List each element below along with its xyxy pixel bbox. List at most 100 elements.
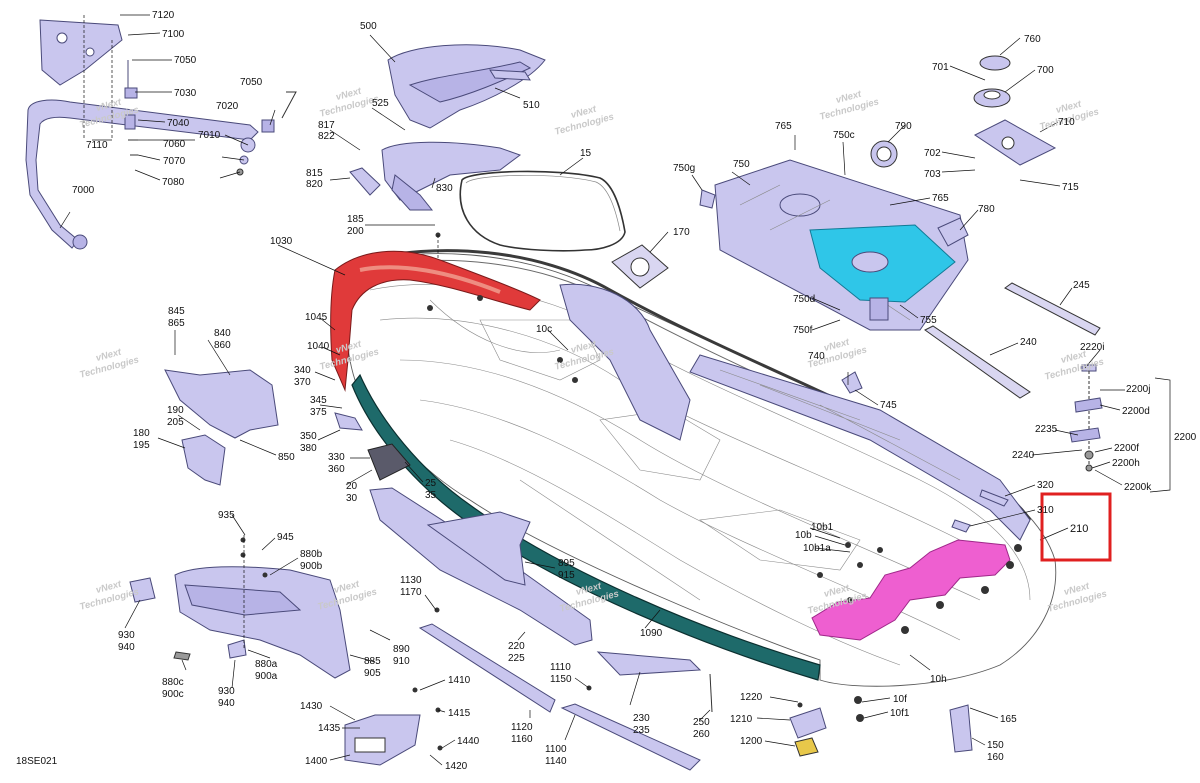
- callout-320[interactable]: 320: [1037, 480, 1054, 491]
- callout-2240[interactable]: 2240: [1012, 450, 1035, 461]
- callout-15[interactable]: 15: [580, 148, 592, 159]
- callout-1090[interactable]: 1090: [640, 628, 663, 639]
- callout-750c[interactable]: 750c: [833, 130, 855, 141]
- callout-240[interactable]: 240: [1020, 337, 1037, 348]
- callout-185[interactable]: 185: [347, 214, 364, 225]
- callout-20[interactable]: 20: [346, 481, 358, 492]
- callout-330[interactable]: 330: [328, 452, 345, 463]
- callout-7060[interactable]: 7060: [163, 139, 186, 150]
- callout-7040[interactable]: 7040: [167, 118, 190, 129]
- callout-380[interactable]: 380: [300, 443, 317, 454]
- callout-915[interactable]: 915: [558, 570, 575, 581]
- callout-940[interactable]: 940: [118, 642, 135, 653]
- callout-7110[interactable]: 7110: [86, 140, 108, 151]
- callout-170[interactable]: 170: [673, 227, 690, 238]
- callout-890[interactable]: 890: [393, 644, 410, 655]
- callout-25[interactable]: 25: [425, 478, 437, 489]
- callout-1170[interactable]: 1170: [400, 587, 422, 598]
- callout-7030[interactable]: 7030: [174, 88, 197, 99]
- callout-745[interactable]: 745: [880, 400, 897, 411]
- callout-7080[interactable]: 7080: [162, 177, 185, 188]
- callout-1430[interactable]: 1430: [300, 701, 323, 712]
- callout-195[interactable]: 195: [133, 440, 150, 451]
- callout-345[interactable]: 345: [310, 395, 327, 406]
- callout-765-b[interactable]: 765: [932, 193, 949, 204]
- callout-1160[interactable]: 1160: [511, 734, 533, 745]
- callout-245[interactable]: 245: [1073, 280, 1090, 291]
- callout-10b1a[interactable]: 10b1a: [803, 543, 831, 554]
- callout-930-b[interactable]: 930: [218, 686, 235, 697]
- callout-765[interactable]: 765: [775, 121, 792, 132]
- callout-780[interactable]: 780: [978, 204, 995, 215]
- callout-900a[interactable]: 900a: [255, 671, 278, 682]
- callout-350[interactable]: 350: [300, 431, 317, 442]
- callout-2235[interactable]: 2235: [1035, 424, 1058, 435]
- callout-190[interactable]: 190: [167, 405, 184, 416]
- callout-1420[interactable]: 1420: [445, 761, 468, 772]
- callout-35[interactable]: 35: [425, 490, 437, 501]
- callout-250[interactable]: 250: [693, 717, 710, 728]
- callout-900c[interactable]: 900c: [162, 689, 184, 700]
- callout-2200h[interactable]: 2200h: [1112, 458, 1140, 469]
- callout-525[interactable]: 525: [372, 98, 389, 109]
- callout-360[interactable]: 360: [328, 464, 345, 475]
- callout-160[interactable]: 160: [987, 752, 1004, 763]
- callout-815[interactable]: 815: [306, 168, 323, 179]
- callout-225[interactable]: 225: [508, 653, 525, 664]
- callout-755[interactable]: 755: [920, 315, 937, 326]
- callout-1120[interactable]: 1120: [511, 722, 533, 733]
- callout-340[interactable]: 340: [294, 365, 311, 376]
- callout-30[interactable]: 30: [346, 493, 358, 504]
- callout-510[interactable]: 510: [523, 100, 540, 111]
- callout-750d[interactable]: 750d: [793, 294, 815, 305]
- callout-905[interactable]: 905: [364, 668, 381, 679]
- callout-880b[interactable]: 880b: [300, 549, 323, 560]
- callout-710[interactable]: 710: [1058, 117, 1075, 128]
- callout-880c[interactable]: 880c: [162, 677, 184, 688]
- callout-885[interactable]: 885: [364, 656, 381, 667]
- callout-10f1[interactable]: 10f1: [890, 708, 910, 719]
- callout-7020[interactable]: 7020: [216, 101, 239, 112]
- callout-1400[interactable]: 1400: [305, 756, 328, 767]
- callout-830[interactable]: 830: [436, 183, 453, 194]
- callout-10b1[interactable]: 10b1: [811, 522, 834, 533]
- callout-822[interactable]: 822: [318, 131, 335, 142]
- callout-210[interactable]: 210: [1070, 523, 1088, 535]
- callout-7010[interactable]: 7010: [198, 130, 221, 141]
- callout-850[interactable]: 850: [278, 452, 295, 463]
- callout-370[interactable]: 370: [294, 377, 311, 388]
- callout-750[interactable]: 750: [733, 159, 750, 170]
- callout-2220i[interactable]: 2220i: [1080, 342, 1104, 353]
- callout-940-b[interactable]: 940: [218, 698, 235, 709]
- callout-840[interactable]: 840: [214, 328, 231, 339]
- callout-2200d[interactable]: 2200d: [1122, 406, 1150, 417]
- callout-865[interactable]: 865: [168, 318, 185, 329]
- callout-703[interactable]: 703: [924, 169, 941, 180]
- callout-715[interactable]: 715: [1062, 182, 1079, 193]
- callout-1140[interactable]: 1140: [545, 756, 567, 767]
- callout-1200[interactable]: 1200: [740, 736, 763, 747]
- highlight-box-210[interactable]: [1040, 492, 1112, 562]
- callout-310[interactable]: 310: [1037, 505, 1054, 516]
- callout-1030[interactable]: 1030: [270, 236, 293, 247]
- callout-2200f[interactable]: 2200f: [1114, 443, 1139, 454]
- callout-750g[interactable]: 750g: [673, 163, 695, 174]
- callout-500[interactable]: 500: [360, 21, 377, 32]
- callout-7100[interactable]: 7100: [162, 29, 185, 40]
- callout-910[interactable]: 910: [393, 656, 410, 667]
- callout-1220[interactable]: 1220: [740, 692, 763, 703]
- callout-180[interactable]: 180: [133, 428, 150, 439]
- callout-701[interactable]: 701: [932, 62, 949, 73]
- callout-10b[interactable]: 10b: [795, 530, 812, 541]
- callout-1440[interactable]: 1440: [457, 736, 480, 747]
- callout-740[interactable]: 740: [808, 351, 825, 362]
- callout-895[interactable]: 895: [558, 558, 575, 569]
- callout-750f[interactable]: 750f: [793, 325, 813, 336]
- callout-260[interactable]: 260: [693, 729, 710, 740]
- callout-10h[interactable]: 10h: [930, 674, 947, 685]
- callout-860[interactable]: 860: [214, 340, 231, 351]
- callout-10f[interactable]: 10f: [893, 694, 907, 705]
- callout-2200[interactable]: 2200: [1174, 432, 1197, 443]
- callout-205[interactable]: 205: [167, 417, 184, 428]
- callout-7050[interactable]: 7050: [174, 55, 197, 66]
